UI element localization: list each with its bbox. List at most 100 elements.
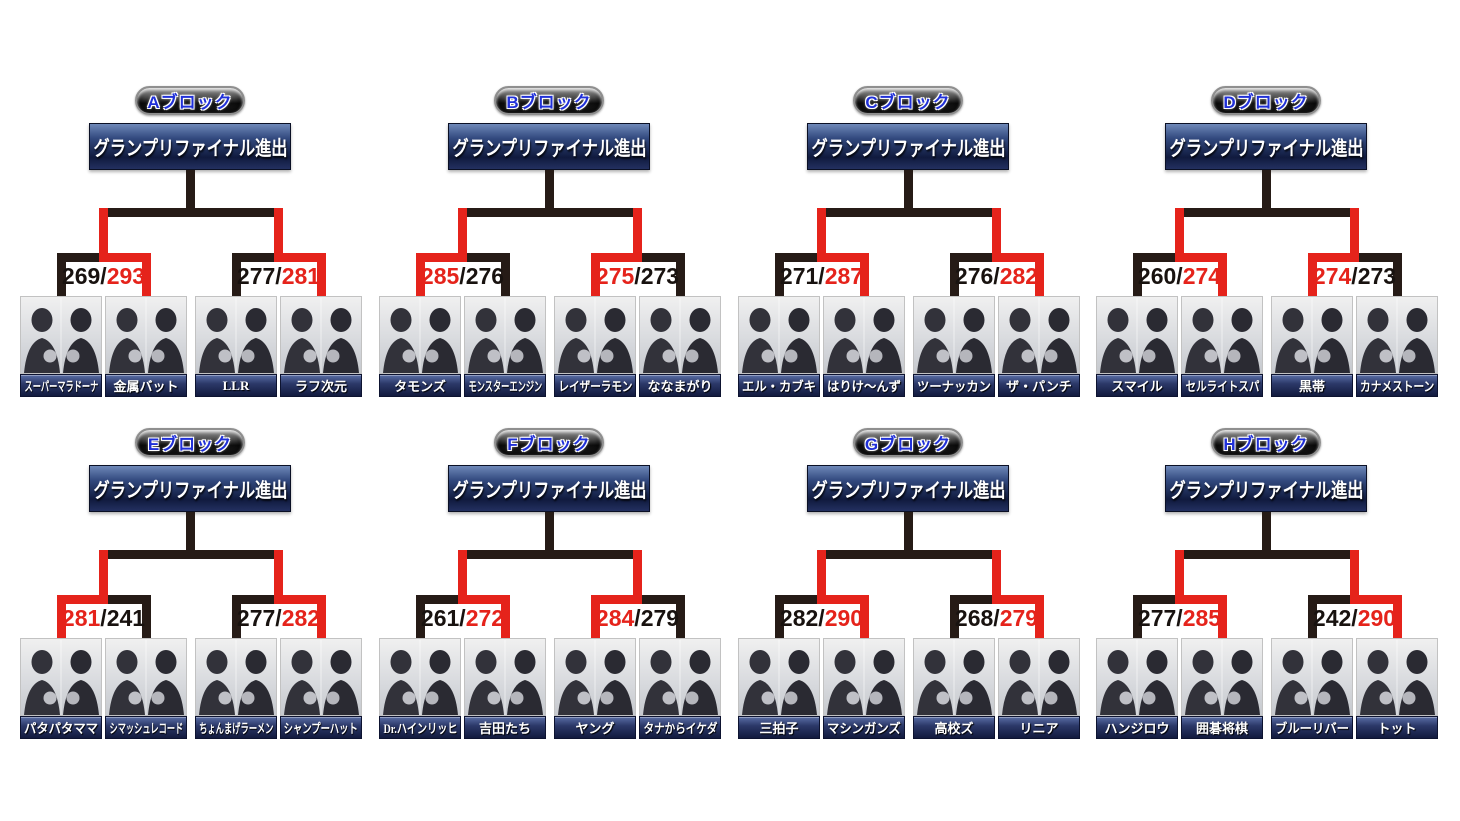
loser-team-line	[774, 595, 784, 638]
score-left: 269	[61, 263, 101, 289]
winner-team-line	[859, 595, 869, 638]
bracket-stem	[185, 512, 195, 550]
winner-advance-line	[992, 550, 1001, 604]
team-nameplate: 三拍子	[738, 716, 820, 739]
final-advance-label: グランプリファイナル進出	[810, 138, 1006, 160]
duo-silhouette-icon	[917, 298, 992, 373]
team-name: 吉田たち	[478, 721, 531, 736]
final-advance-label: グランプリファイナル進出	[810, 480, 1006, 502]
winner-advance-line	[458, 550, 467, 604]
bracket-top-bar	[467, 208, 633, 217]
block-label-pill: Fブロック	[494, 428, 604, 457]
bracket-stem	[1261, 512, 1271, 550]
team-photo	[554, 638, 636, 716]
team-photo	[464, 296, 546, 374]
score-separator: /	[818, 605, 825, 631]
match-bar-winner	[415, 253, 467, 262]
team-photo	[195, 638, 277, 716]
team-name: マシンガンズ	[827, 721, 901, 736]
team-photo	[738, 638, 820, 716]
score-right: 276	[465, 263, 505, 289]
team-name: トット	[1377, 721, 1417, 736]
winner-team-line	[1034, 595, 1044, 638]
team-panel: タナからイケダ	[639, 638, 721, 739]
duo-silhouette-icon	[1360, 640, 1435, 715]
team-photo	[195, 296, 277, 374]
team-nameplate: リニア	[998, 716, 1080, 739]
final-advance-banner: グランプリファイナル進出	[448, 465, 650, 512]
team-panel: スーパーマラドーナ	[20, 296, 102, 397]
team-name: ラフ次元	[294, 379, 347, 394]
team-nameplate: ブルーリバー	[1271, 716, 1353, 739]
bracket-top-bar	[467, 550, 633, 559]
match-bar-winner	[1175, 253, 1227, 262]
team-photo	[639, 296, 721, 374]
match-bar-winner	[56, 595, 108, 604]
match-bar-loser	[231, 253, 274, 262]
team-nameplate: カナメストーン	[1356, 374, 1438, 397]
team-nameplate: ラフ次元	[280, 374, 362, 397]
duo-silhouette-icon	[383, 640, 458, 715]
team-panel: シャンプーハット	[280, 638, 362, 739]
team-nameplate: ツーナッカン	[913, 374, 995, 397]
match-score: 242/290	[1285, 605, 1425, 632]
loser-team-line	[675, 253, 685, 296]
bracket-stem	[544, 170, 554, 208]
winner-team-line	[1307, 253, 1317, 296]
duo-silhouette-icon	[1185, 640, 1260, 715]
score-left: 268	[954, 605, 994, 631]
winner-team-line	[415, 253, 425, 296]
team-nameplate: 高校ズ	[913, 716, 995, 739]
match-bar-winner	[992, 595, 1044, 604]
duo-silhouette-icon	[827, 640, 902, 715]
team-nameplate: エル・カブキ	[738, 374, 820, 397]
team-panel: セルライトスパ	[1181, 296, 1263, 397]
team-nameplate: スーパーマラドーナ	[20, 374, 102, 397]
bracket-stem	[544, 512, 554, 550]
score-separator: /	[275, 263, 282, 289]
final-advance-banner: グランプリファイナル進出	[1165, 465, 1367, 512]
duo-silhouette-icon	[742, 640, 817, 715]
team-panel: 高校ズ	[913, 638, 995, 739]
block-label: Dブロック	[1223, 93, 1309, 112]
team-name: LLR	[222, 377, 250, 393]
team-name: スーパーマラドーナ	[24, 379, 98, 394]
match-score: 261/272	[393, 605, 533, 632]
score-left: 277	[236, 263, 276, 289]
score-right: 290	[1357, 605, 1397, 631]
block-label-pill: Aブロック	[135, 86, 245, 115]
team-panel: ヤング	[554, 638, 636, 739]
team-nameplate: LLR	[195, 374, 277, 397]
team-name: 黒帯	[1298, 379, 1325, 394]
bracket-top-bar	[826, 208, 992, 217]
team-panel: トット	[1356, 638, 1438, 739]
duo-silhouette-icon	[468, 298, 543, 373]
team-photo	[738, 296, 820, 374]
block-label-pill: Dブロック	[1211, 86, 1321, 115]
team-photo	[1096, 638, 1178, 716]
match-bar-winner	[1175, 595, 1227, 604]
score-left: 274	[1312, 263, 1352, 289]
team-panel: 三拍子	[738, 638, 820, 739]
duo-silhouette-icon	[284, 640, 359, 715]
score-right: 273	[640, 263, 680, 289]
duo-silhouette-icon	[742, 298, 817, 373]
team-panel: ちょんまげラーメン	[195, 638, 277, 739]
team-nameplate: シャンプーハット	[280, 716, 362, 739]
score-right: 290	[824, 605, 864, 631]
team-name: ツーナッカン	[916, 379, 992, 394]
team-panel: 金属バット	[105, 296, 187, 397]
block-label-pill: Eブロック	[135, 428, 245, 457]
team-panel: 黒帯	[1271, 296, 1353, 397]
match-bar-loser	[949, 595, 992, 604]
final-advance-banner: グランプリファイナル進出	[448, 123, 650, 170]
block-label-pill: Hブロック	[1211, 428, 1321, 457]
score-separator: /	[459, 605, 466, 631]
winner-team-line	[590, 253, 600, 296]
team-name: はりけ〜んず	[826, 379, 902, 394]
match-score: 268/279	[927, 605, 1067, 632]
